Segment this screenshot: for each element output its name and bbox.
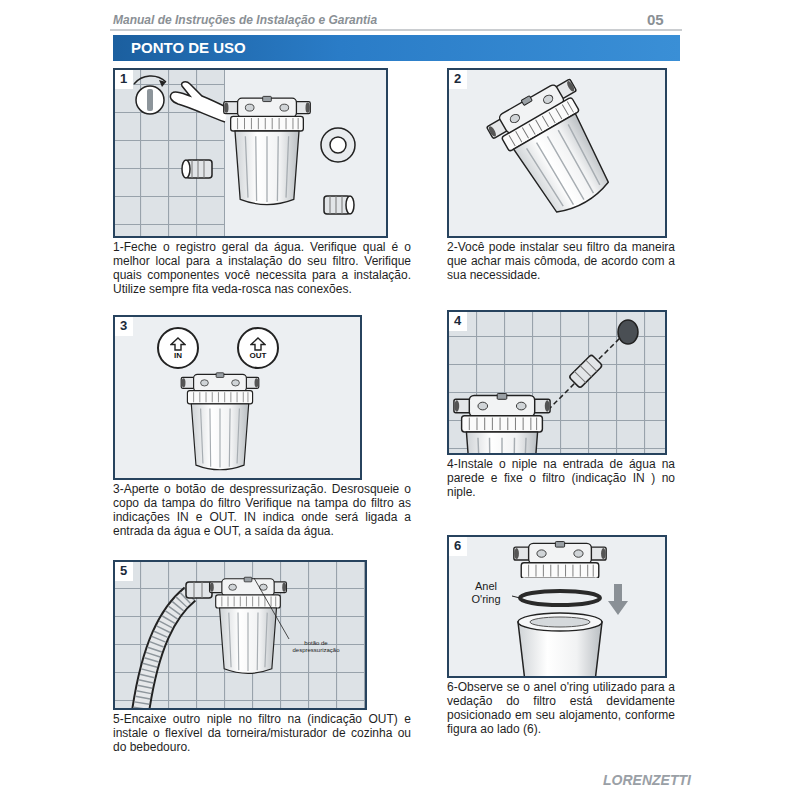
- filter: [210, 577, 287, 673]
- arrow-up-icon: [250, 337, 266, 351]
- leader-line: [254, 578, 289, 639]
- nipple: [569, 354, 603, 388]
- leader-line: [512, 596, 520, 598]
- nipple: [324, 196, 354, 214]
- filter: [181, 373, 259, 470]
- panel-ground: [113, 315, 362, 480]
- title-band: PONTO DE USO: [113, 35, 680, 61]
- step-panel: 33-Aperte o botão de despressurização. D…: [113, 315, 362, 480]
- step-number: 3: [115, 317, 133, 336]
- step-caption: 3-Aperte o botão de despressurização. De…: [113, 482, 411, 538]
- panel-grounds: [113, 68, 667, 710]
- step-number: 6: [449, 537, 467, 556]
- step3-illustration: [181, 373, 259, 470]
- panel-ground: [113, 68, 388, 238]
- o-ring: [520, 591, 600, 605]
- step1-illustration: [114, 69, 355, 237]
- flexible-hose: [140, 594, 190, 709]
- step-caption: 2-Você pode instalar seu filtro da manei…: [447, 240, 675, 282]
- nipple: [182, 160, 212, 178]
- port-label: IN: [174, 351, 182, 360]
- arrow-up-icon: [251, 338, 265, 350]
- panel-ground: [447, 68, 667, 238]
- step-caption: 4-Instale o niple na entrada de água na …: [447, 457, 675, 499]
- filter: [224, 96, 311, 204]
- arrow-up-icon: [170, 337, 186, 351]
- valve: [136, 86, 164, 114]
- filter-head: [454, 394, 550, 454]
- tape-roll: [321, 128, 355, 162]
- step-panel: 66-Observe se o anel o'ring utilizado pa…: [447, 535, 667, 678]
- header-rule: [110, 29, 682, 31]
- step2-illustration: [484, 74, 627, 226]
- port-icon: OUT: [237, 327, 279, 369]
- cup-opening: [530, 617, 590, 627]
- hand: [170, 82, 228, 122]
- step-number: 1: [115, 70, 133, 89]
- nipple: [186, 582, 212, 598]
- step5-illustration: [114, 561, 366, 709]
- section-title: PONTO DE USO: [131, 35, 246, 61]
- running-header: Manual de Instruções de Instalação e Gar…: [113, 14, 377, 28]
- step-number: 2: [449, 70, 467, 89]
- filter-head: [514, 542, 606, 578]
- arrow-up-icon: [171, 338, 185, 350]
- tile-wall: [114, 69, 225, 237]
- valve-handle: [147, 89, 153, 111]
- flexible-hose: [140, 594, 190, 709]
- step-panel: 11-Feche o registro geral da água. Verif…: [113, 68, 388, 238]
- step6-illustration: [512, 542, 628, 690]
- wall-outlet: [618, 320, 638, 344]
- step-panel: 22-Você pode instalar seu filtro da mane…: [447, 68, 667, 238]
- page-number: 05: [647, 11, 664, 28]
- port-label: OUT: [250, 351, 267, 360]
- step-panel: 55-Encaixe outro niple no filtro na (ind…: [113, 560, 367, 710]
- cup-rim: [518, 613, 602, 631]
- step-caption: 5-Encaixe outro niple no filtro na (indi…: [113, 712, 411, 754]
- brand-logo: LORENZETTI: [603, 772, 691, 788]
- filter: [484, 74, 627, 226]
- step-panel: 44-Instale o niple na entrada de água na…: [447, 310, 667, 455]
- part-name: botão de despressurização: [290, 640, 342, 654]
- mount-direction: [548, 338, 620, 410]
- turn-arrow-head: [159, 80, 166, 87]
- step-number: 5: [115, 562, 133, 581]
- step4-illustration: [448, 311, 666, 454]
- step-number: 4: [449, 312, 467, 331]
- step-caption: 1-Feche o registro geral da água. Verifi…: [113, 240, 411, 296]
- step-caption: 6-Observe se o anel o'ring utilizado par…: [447, 680, 675, 736]
- port-icon: IN: [157, 327, 199, 369]
- hose-ribs: [140, 594, 190, 709]
- down-arrow: [608, 584, 628, 615]
- part-name: Anel O'ring: [462, 580, 510, 605]
